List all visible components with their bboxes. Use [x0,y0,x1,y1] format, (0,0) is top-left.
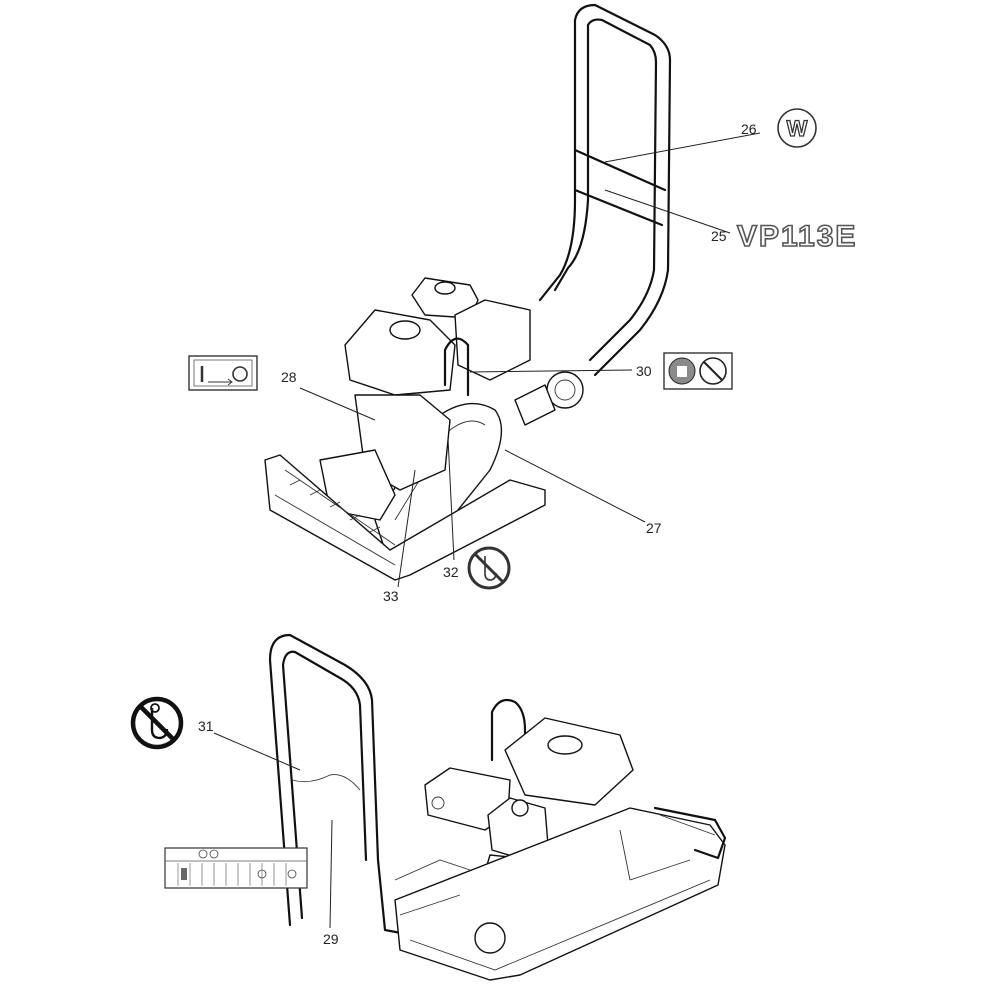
bottom-fuel-cap [547,735,583,755]
throttle-decal-frame [188,355,258,391]
top-handle-frame [538,3,672,377]
throttle-decal-inner [193,359,253,387]
instruction-glyph-3 [287,869,297,879]
leader-33 [397,469,416,588]
callout-30: 30 [636,363,652,379]
leader-31 [213,732,301,771]
instruction-decal-frame [164,847,308,889]
leader-30 [469,369,633,373]
top-handle-mount [514,384,556,426]
bottom-throttle-knob [474,922,506,954]
callout-29: 29 [323,931,339,947]
top-fuel-cap [389,320,421,340]
callout-33: 33 [383,588,399,604]
top-air-filter [411,277,479,319]
bottom-machine-drawing [268,633,727,981]
top-handle-brace [573,148,667,227]
logo-decal-ring [777,108,817,148]
callout-labels: 26 25 28 30 27 32 33 31 29 [198,121,757,947]
leader-32 [447,437,455,561]
leader-28 [299,387,376,421]
bottom-handle-decal-slot [291,774,361,791]
callout-32: 32 [443,564,459,580]
bottom-lift-hook [490,698,527,762]
leader-25 [604,189,731,234]
logo-letter: W [787,116,808,141]
top-base-plate [264,454,546,581]
instruction-icon-a [198,849,208,859]
no-flame-slash [703,361,723,381]
callout-27: 27 [646,520,662,536]
top-machine-drawing [264,3,672,581]
callout-31: 31 [198,718,214,734]
leader-26 [604,132,761,163]
instruction-icon-b [209,849,219,859]
callout-25: 25 [711,228,727,244]
top-muffler [454,299,531,381]
top-throttle-knob-inner [554,379,576,401]
top-belt-guard-edge [394,420,486,521]
top-lift-hook [443,337,470,397]
bottom-cleaner-knob [511,799,529,817]
top-filter-knob [434,281,456,295]
no-lift-slash-large [138,704,176,742]
top-engine-tank [344,309,456,396]
read-manual-book [677,366,687,377]
bottom-frame-rails [394,829,691,916]
throttle-decal [188,355,258,391]
throttle-slow-symbol [232,366,248,382]
throttle-arrow [208,378,233,386]
bottom-handle-frame [268,633,467,947]
top-plate-ribs [274,469,396,566]
bottom-fuel-tank [504,717,634,806]
callout-28: 28 [281,369,297,385]
instruction-decal-cells [177,863,287,886]
bottom-bumper [653,806,727,860]
instruction-decal [164,847,308,889]
no-lift-decal-small [467,546,511,590]
instruction-glyph-1 [181,868,187,880]
leader-29 [329,819,333,929]
leader-lines [213,132,761,929]
no-lift-decal-large [130,696,184,750]
leader-27 [504,449,646,523]
bottom-key-switch [431,796,445,810]
no-lift-slash-small [473,552,505,584]
logo-decal: W [777,108,817,148]
callout-26: 26 [741,121,757,137]
no-lift-hook-eye [150,703,160,713]
instruction-glyph-2 [257,869,267,879]
model-decal: VP113E [737,220,857,253]
bottom-plate-edge [409,814,716,971]
warning-decal-pair [663,352,733,390]
